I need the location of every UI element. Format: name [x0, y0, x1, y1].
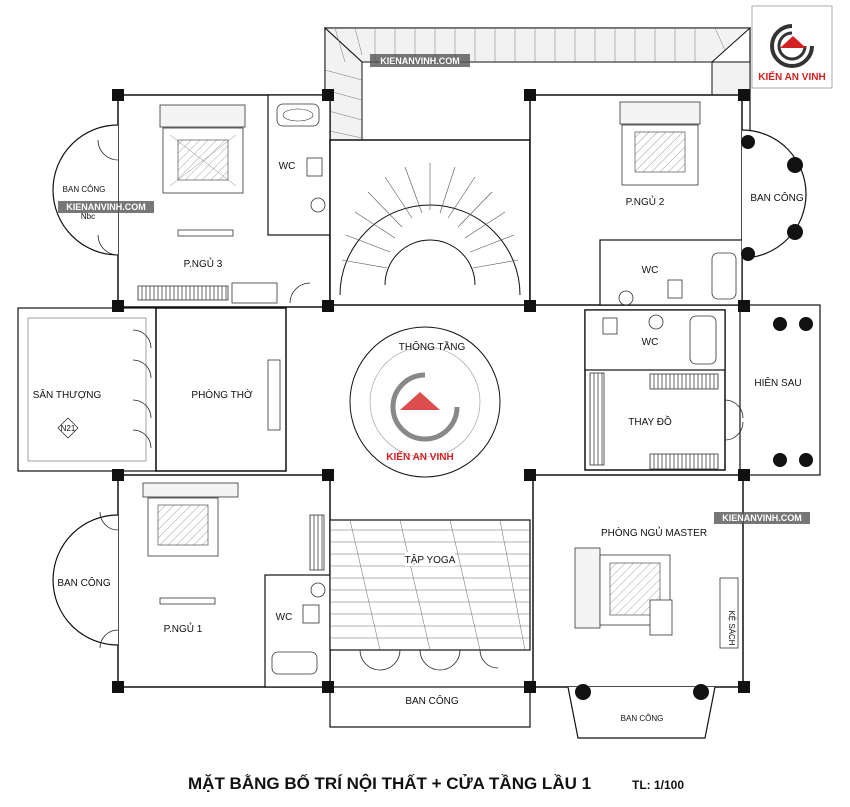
room-label-wc-top-right: WC — [642, 265, 659, 276]
balcony-bottom-center: BAN CÔNG — [329, 686, 531, 728]
room-label-balcony-top-left: BAN CÔNG — [63, 185, 106, 194]
structural-columns — [112, 89, 750, 693]
level-tag-terrace: N21 — [61, 424, 76, 433]
stair-hall — [329, 139, 531, 306]
watermark-badge-top — [370, 54, 470, 67]
void-area: THÔNG TẦNG KIẾN AN VINH — [349, 326, 501, 478]
room-label-wc-bottom-left: WC — [276, 612, 293, 623]
room-label-terrace: SÂN THƯỢNG — [33, 388, 102, 401]
master-bedroom: KIENANVINH.COM PHÒNG NGỦ MASTER KỆ SÁCH … — [532, 474, 810, 739]
watermark-top: KIENANVINH.COM — [380, 56, 460, 66]
worship-room: PHÒNG THỜ — [155, 307, 287, 472]
brand-logo: KIẾN AN VINH — [751, 5, 833, 89]
level-tag-balcony: Nbc — [81, 212, 95, 221]
room-label-wc-top-left: WC — [279, 161, 296, 172]
room-label-yoga: TẬP YOGA — [405, 553, 456, 566]
bedroom-1: P.NGỦ 1 WC BAN CÔNG — [52, 474, 331, 688]
bedroom-3: P.NGỦ 3 WC BAN CÔNG Nbc KIENANVINH.COM — [52, 94, 331, 308]
room-label-bedroom2: P.NGỦ 2 — [626, 195, 665, 208]
drawing-scale: TL: 1/100 — [632, 778, 684, 792]
room-label-rear-porch: HIÊN SAU — [754, 376, 801, 389]
room-label-wc-mid-right: WC — [642, 337, 659, 348]
dressing-area: WC THAY ĐỒ — [584, 309, 726, 471]
yoga-deck: TẬP YOGA — [329, 519, 531, 671]
drawing-title: MẶT BẰNG BỐ TRÍ NỘI THẤT + CỬA TẦNG LẦU … — [188, 773, 591, 793]
room-label-void: THÔNG TẦNG — [399, 340, 466, 353]
room-label-balcony-bottom-center: BAN CÔNG — [405, 694, 459, 707]
logo-text: KIẾN AN VINH — [758, 70, 825, 83]
room-label-master: PHÒNG NGỦ MASTER — [601, 526, 707, 539]
room-label-balcony-top-right: BAN CÔNG — [750, 191, 804, 204]
room-label-bookshelf: KỆ SÁCH — [727, 610, 736, 645]
room-label-dressing: THAY ĐỒ — [628, 415, 672, 428]
room-label-bedroom1: P.NGỦ 1 — [164, 622, 203, 635]
watermark-right: KIENANVINH.COM — [722, 513, 802, 523]
rear-porch: HIÊN SAU — [724, 304, 821, 476]
bedroom-2: P.NGỦ 2 WC BAN CÔNG — [529, 94, 807, 306]
room-label-bedroom3: P.NGỦ 3 — [184, 257, 223, 270]
room-label-balcony-bottom-right: BAN CÔNG — [621, 714, 664, 723]
room-label-worship: PHÒNG THỜ — [191, 388, 253, 401]
watermark-left: KIENANVINH.COM — [66, 202, 146, 212]
terrace: SÂN THƯỢNG N21 — [17, 307, 157, 472]
room-label-balcony-bottom-left: BAN CÔNG — [57, 576, 111, 589]
watermark-center: KIẾN AN VINH — [386, 450, 453, 463]
